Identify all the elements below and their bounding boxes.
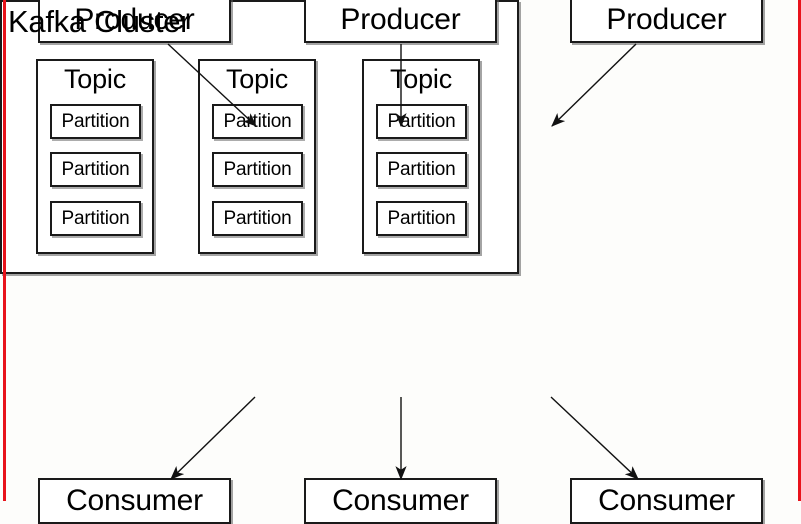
consumer-1[interactable]: Consumer: [38, 478, 231, 524]
consumer-1-label: Consumer: [66, 484, 203, 517]
arrow-cluster-to-consumer-3: [550, 396, 639, 480]
topic-2[interactable]: Topic Partition Partition Partition: [198, 59, 316, 254]
topic-2-partition-2[interactable]: Partition: [212, 152, 303, 187]
producer-3[interactable]: Producer: [570, 0, 763, 43]
kafka-cluster[interactable]: Kafka Cluster Topic Partition Partition …: [0, 0, 519, 274]
consumer-2[interactable]: Consumer: [304, 478, 497, 524]
arrow-producer-3-to-cluster: [551, 43, 637, 127]
topic-1-partition-2-label: Partition: [61, 158, 130, 180]
topic-3-partition-2[interactable]: Partition: [376, 152, 467, 187]
topic-2-partition-1[interactable]: Partition: [212, 104, 303, 139]
topic-3-partition-1-label: Partition: [387, 110, 456, 132]
topic-1-partition-3[interactable]: Partition: [50, 201, 141, 236]
consumer-2-label: Consumer: [332, 484, 469, 517]
topic-1-partition-2[interactable]: Partition: [50, 152, 141, 187]
page-border-right: [798, 0, 801, 501]
topic-3-partition-2-label: Partition: [387, 158, 456, 180]
arrow-cluster-to-consumer-1: [170, 396, 256, 480]
topic-1-partition-1[interactable]: Partition: [50, 104, 141, 139]
topic-1-partition-1-label: Partition: [61, 110, 130, 132]
topic-2-partition-2-label: Partition: [223, 158, 292, 180]
kafka-cluster-title: Kafka Cluster: [8, 4, 191, 39]
topic-3-title: Topic: [389, 64, 453, 94]
topic-3-partition-1[interactable]: Partition: [376, 104, 467, 139]
topic-3[interactable]: Topic Partition Partition Partition: [362, 59, 480, 254]
topic-1-title: Topic: [63, 64, 127, 94]
producer-2[interactable]: Producer: [304, 0, 497, 43]
topic-2-title: Topic: [225, 64, 289, 94]
topic-2-partition-1-label: Partition: [223, 110, 292, 132]
topic-2-partition-3[interactable]: Partition: [212, 201, 303, 236]
producer-1-label: Producer: [74, 3, 195, 36]
topic-2-partition-3-label: Partition: [223, 207, 292, 229]
consumer-3[interactable]: Consumer: [570, 478, 763, 524]
page-border-left: [3, 0, 6, 501]
topic-1-partition-3-label: Partition: [61, 207, 130, 229]
producer-1[interactable]: Producer: [38, 0, 231, 43]
producer-2-label: Producer: [340, 3, 461, 36]
producer-3-label: Producer: [606, 3, 727, 36]
consumer-3-label: Consumer: [598, 484, 735, 517]
topic-3-partition-3[interactable]: Partition: [376, 201, 467, 236]
topic-1[interactable]: Topic Partition Partition Partition: [36, 59, 154, 254]
topic-3-partition-3-label: Partition: [387, 207, 456, 229]
